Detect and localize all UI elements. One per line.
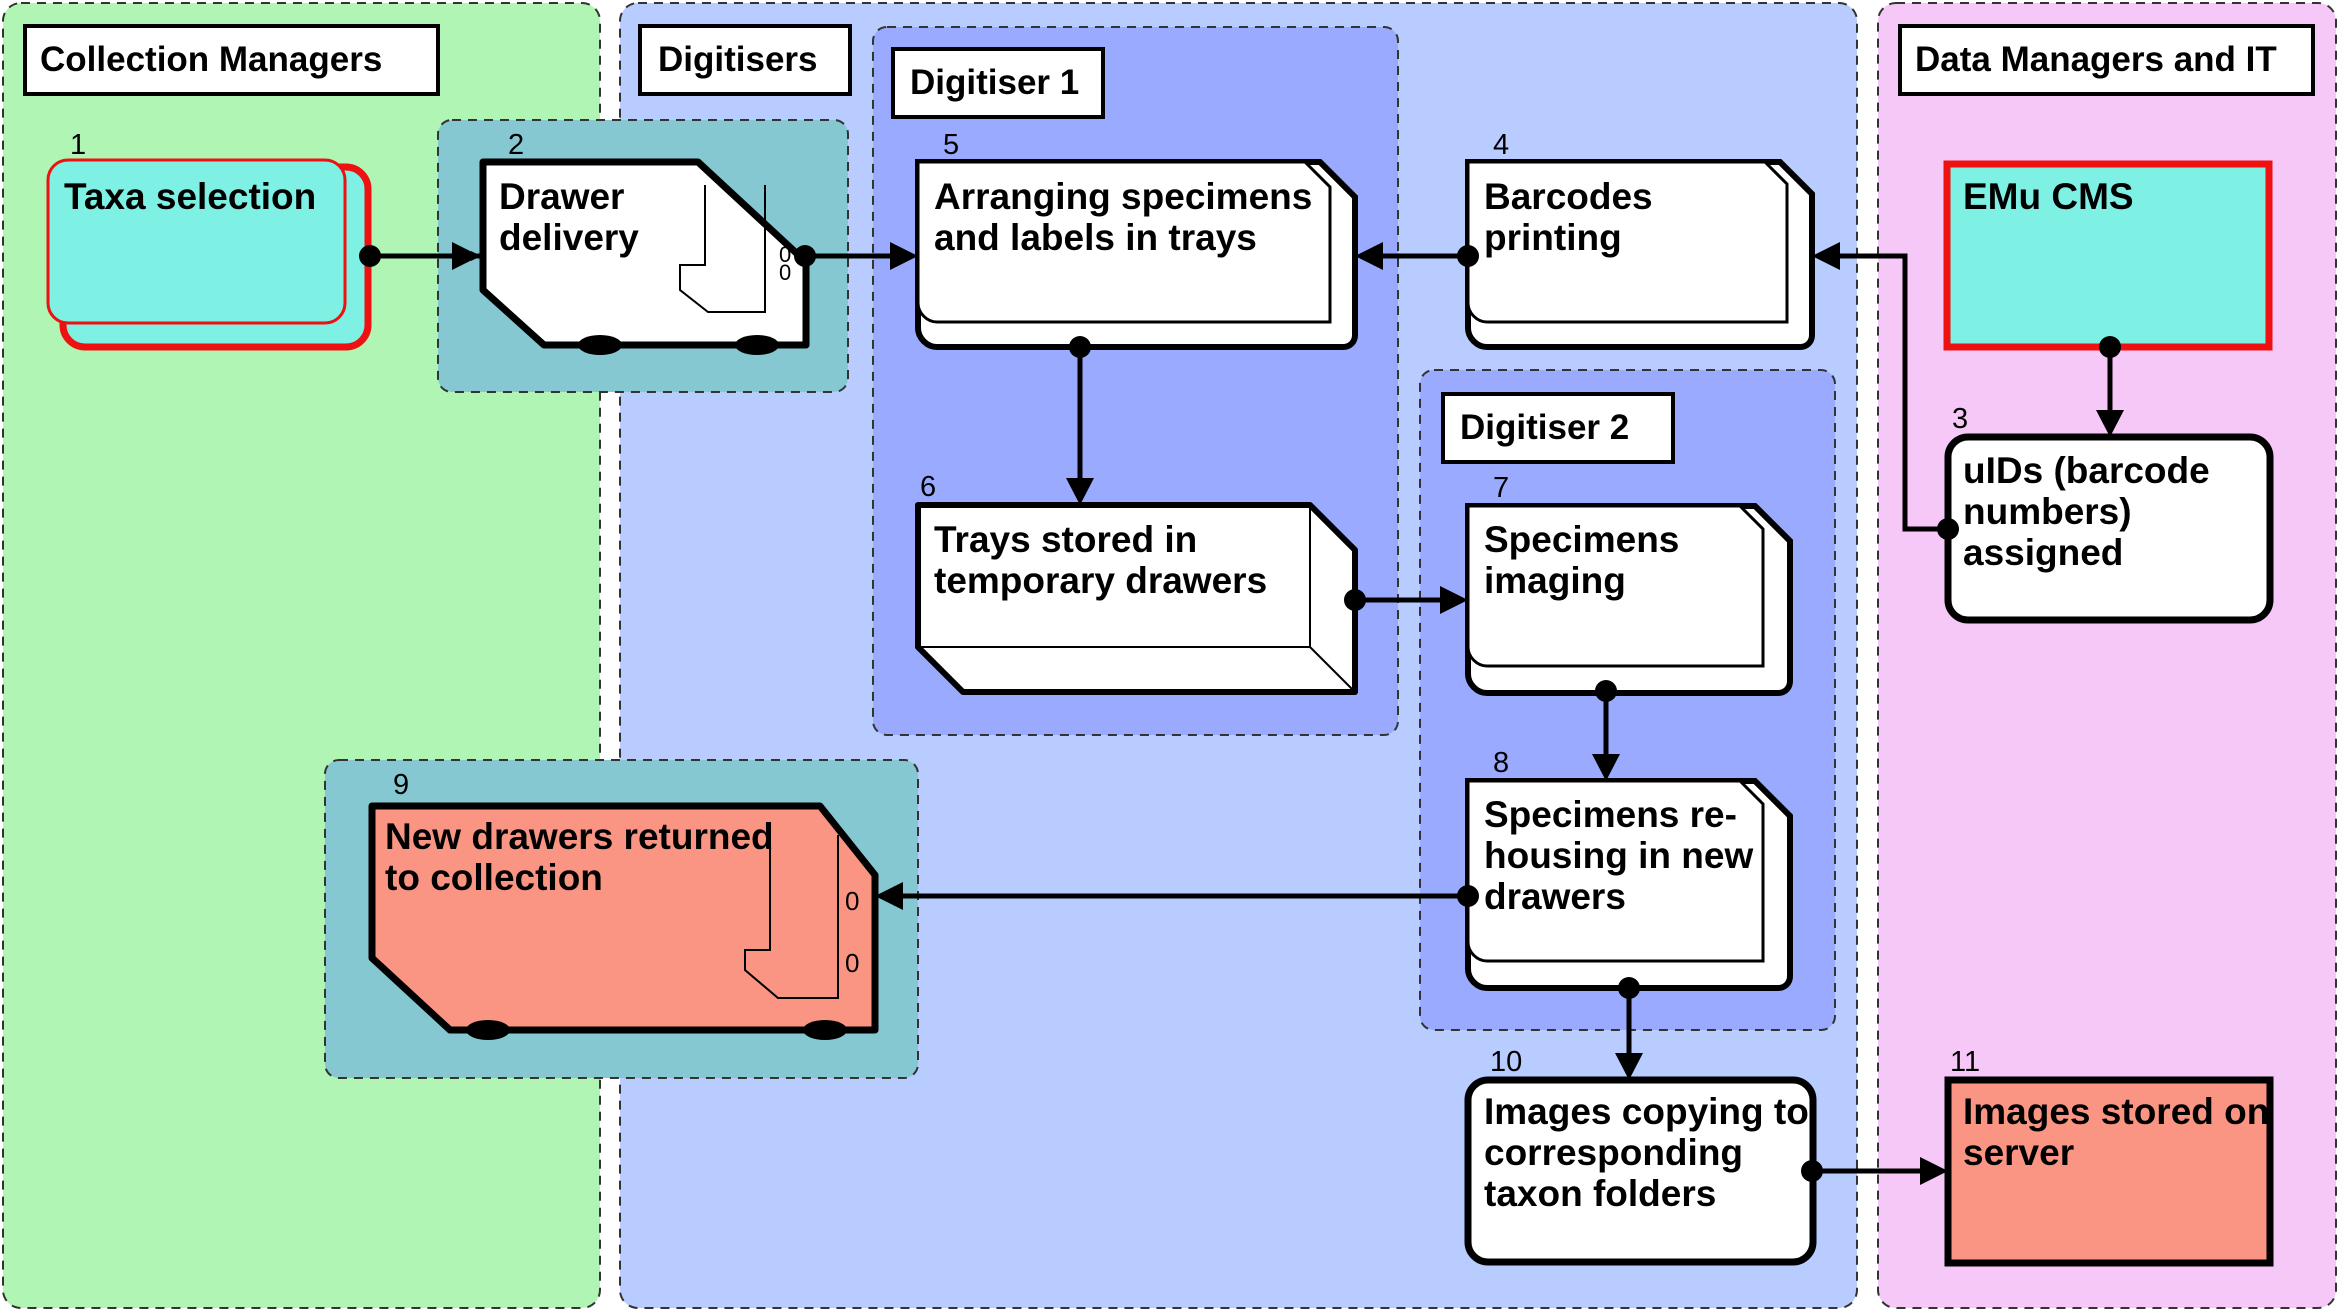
step-2-drawer-mark: 0 [779, 260, 791, 285]
step-8-label-line-1: Specimens re- [1484, 794, 1737, 835]
step-2-number: 2 [508, 129, 524, 161]
lane-title-box-collection [23, 24, 440, 96]
step-8-label-line-2: housing in new [1484, 835, 1753, 876]
step-2-drawer-mark: 0 [779, 242, 791, 267]
step-10-number: 10 [1490, 1046, 1522, 1078]
step-3-label-line-2: numbers) [1963, 491, 2132, 532]
step-7-label-line-2: imaging [1484, 560, 1626, 601]
group-title-box-digitiser-2 [1441, 392, 1675, 464]
step-5-number: 5 [943, 129, 959, 161]
step-6-label-line-2: temporary drawers [934, 560, 1267, 601]
emu-cms-database: EMu CMS [1943, 160, 2273, 351]
step-10-label-line-3: taxon folders [1484, 1173, 1716, 1214]
step-10-label-line-1: Images copying to [1484, 1091, 1809, 1132]
step-7-number: 7 [1493, 472, 1509, 504]
step-11-number: 11 [1950, 1046, 1980, 1078]
group-title-digitiser-2: Digitiser 2 [1460, 408, 1629, 447]
edge-8-to-9 [875, 882, 1479, 910]
edge-emu-to-3 [2096, 336, 2124, 437]
lane-title-digitisers: Digitisers [658, 40, 818, 79]
edge-1-to-2 [359, 242, 481, 270]
step-11-label-line-1: Images stored on [1963, 1091, 2269, 1132]
step-10-label-line-2: corresponding [1484, 1132, 1743, 1173]
step-8-label-line-3: drawers [1484, 876, 1626, 917]
step-4-label-line-1: Barcodes [1484, 176, 1653, 217]
group-title-digitiser-1: Digitiser 1 [910, 63, 1079, 102]
step-6-number: 6 [920, 471, 936, 503]
step-3-number: 3 [1952, 403, 1968, 435]
edge-2-to-5 [794, 242, 918, 270]
step-1-label: Taxa selection [64, 176, 316, 217]
step-5-arranging-specimens: 5 Arranging specimens and labels in tray… [915, 129, 1358, 350]
step-11-label-line-2: server [1963, 1132, 2074, 1173]
step-2-label-line-1: Drawer [499, 176, 624, 217]
step-7-label-line-1: Specimens [1484, 519, 1679, 560]
drawer-wheel [466, 1020, 510, 1040]
step-7-specimens-imaging: 7 Specimens imaging [1465, 472, 1793, 696]
step-6-label-line-1: Trays stored in [934, 519, 1197, 560]
step-6-trays-stored: 6 Trays stored in temporary drawers [915, 471, 1358, 695]
edge-4-to-5 [1355, 242, 1479, 270]
step-4-number: 4 [1493, 129, 1509, 161]
step-10-images-copying: 10 Images copying to corresponding taxon… [1464, 1046, 1817, 1266]
drawer-wheel [578, 335, 622, 355]
step-9-label-line-2: to collection [385, 857, 603, 898]
step-3-label-line-1: uIDs (barcode [1963, 450, 2210, 491]
edge-10-to-11 [1801, 1157, 1948, 1185]
edge-8-to-10 [1615, 977, 1643, 1080]
step-5-label-line-1: Arranging specimens [934, 176, 1312, 217]
lane-title-box-data [1898, 24, 2315, 96]
emu-cms-label: EMu CMS [1963, 176, 2134, 217]
lane-title-box-digitisers [638, 24, 852, 96]
edge-3-to-4 [1812, 242, 1959, 540]
lane-title-collection-managers: Collection Managers [40, 40, 382, 79]
lane-title-data-managers-it: Data Managers and IT [1915, 40, 2277, 79]
step-8-specimens-rehousing: 8 Specimens re- housing in new drawers [1465, 747, 1793, 991]
edge-6-to-7 [1344, 586, 1468, 614]
drawer-wheel [735, 335, 779, 355]
edge-7-to-8 [1592, 680, 1620, 781]
step-9-drawer-mark: 0 [845, 886, 859, 916]
step-2-label-line-2: delivery [499, 217, 639, 258]
step-9-label-line-1: New drawers returned [385, 816, 774, 857]
step-4-barcodes-printing: 4 Barcodes printing [1465, 129, 1815, 350]
step-4-label-line-2: printing [1484, 217, 1622, 258]
step-9-drawer-mark: 0 [845, 948, 859, 978]
step-9-new-drawers-returned: 0 0 9 New drawers returned to collection [368, 769, 879, 1040]
step-1-taxa-selection: 1 Taxa selection [46, 129, 372, 351]
step-2-drawer-delivery: 0 0 2 Drawer delivery [479, 129, 810, 355]
step-11-images-stored: 11 Images stored on server [1944, 1046, 2274, 1267]
edge-5-to-6 [1066, 336, 1094, 505]
step-9-number: 9 [393, 769, 409, 801]
step-5-label-line-2: and labels in trays [934, 217, 1257, 258]
step-3-label-line-3: assigned [1963, 532, 2123, 573]
step-8-number: 8 [1493, 747, 1509, 779]
step-3-uids-assigned: 3 uIDs (barcode numbers) assigned [1944, 403, 2274, 624]
group-title-box-digitiser-1 [891, 47, 1105, 119]
drawer-wheel [803, 1020, 847, 1040]
step-1-number: 1 [70, 129, 86, 161]
